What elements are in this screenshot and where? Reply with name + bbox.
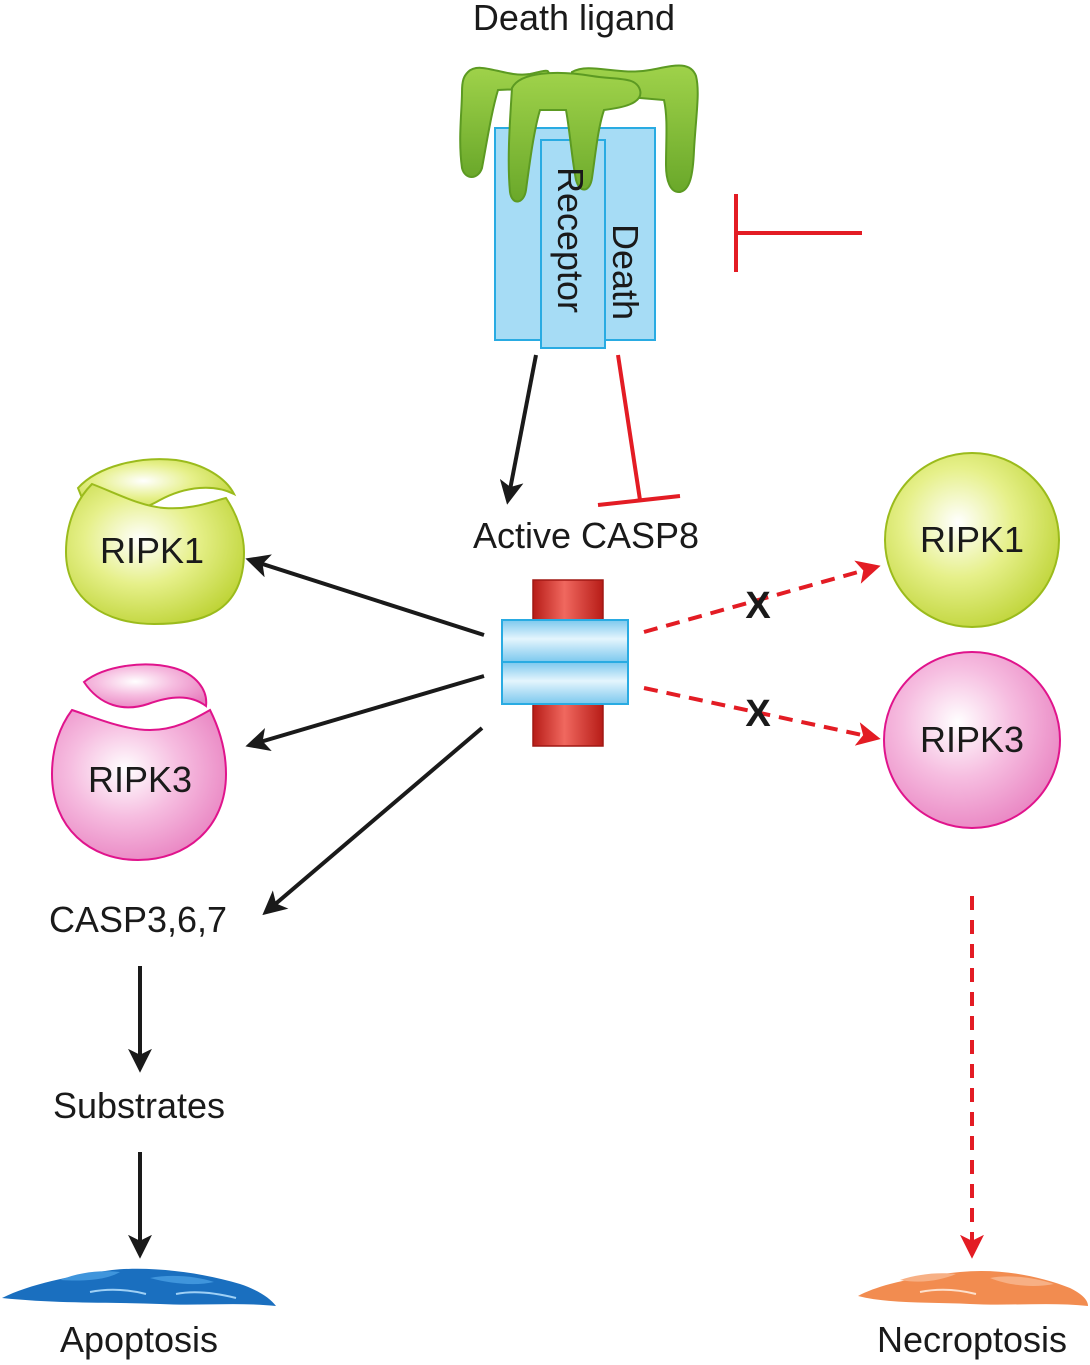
- ripk3-left-label: RIPK3: [88, 759, 192, 800]
- arrow-casp8-ripk1: [245, 554, 485, 637]
- death-ligand-label: Death ligand: [473, 0, 675, 38]
- active-casp8-label: Active CASP8: [473, 515, 699, 556]
- ripk1-intact-icon: [884, 452, 1060, 628]
- blocked-mark-ripk1: X: [745, 585, 771, 627]
- casp367-label: CASP3,6,7: [49, 899, 227, 940]
- apoptotic-cell-icon: [2, 1268, 276, 1306]
- arrow-casp8-casp367: [262, 726, 484, 916]
- ripk3-intact-icon: [883, 651, 1061, 829]
- blocked-arrow-casp8-ripk3: [643, 686, 881, 746]
- death-ligand-trimer-icon: [459, 64, 699, 203]
- ripk1-left-label: RIPK1: [100, 530, 204, 571]
- receptor-label: Receptor: [550, 167, 591, 313]
- ripk3-right-label: RIPK3: [920, 719, 1024, 760]
- arrow-casp8-ripk3: [245, 674, 485, 752]
- casp8-dimer-icon: [501, 579, 629, 747]
- apoptosis-label: Apoptosis: [60, 1319, 218, 1360]
- inhibition-arrow-receptor-casp8: [597, 354, 681, 507]
- death-label: Death: [605, 224, 646, 320]
- ripk3-cleaved-icon: [50, 663, 228, 862]
- substrates-label: Substrates: [53, 1085, 225, 1126]
- receptor-inhibition-symbol: [734, 194, 862, 272]
- blocked-mark-ripk3: X: [745, 693, 771, 735]
- ripk1-right-label: RIPK1: [920, 519, 1024, 560]
- ripk1-cleaved-icon: [64, 458, 246, 626]
- necroptosis-label: Necroptosis: [877, 1319, 1067, 1360]
- activation-arrow-receptor-casp8: [499, 354, 538, 505]
- necroptotic-cell-icon: [858, 1270, 1088, 1306]
- blocked-arrow-casp8-ripk1: [643, 560, 881, 634]
